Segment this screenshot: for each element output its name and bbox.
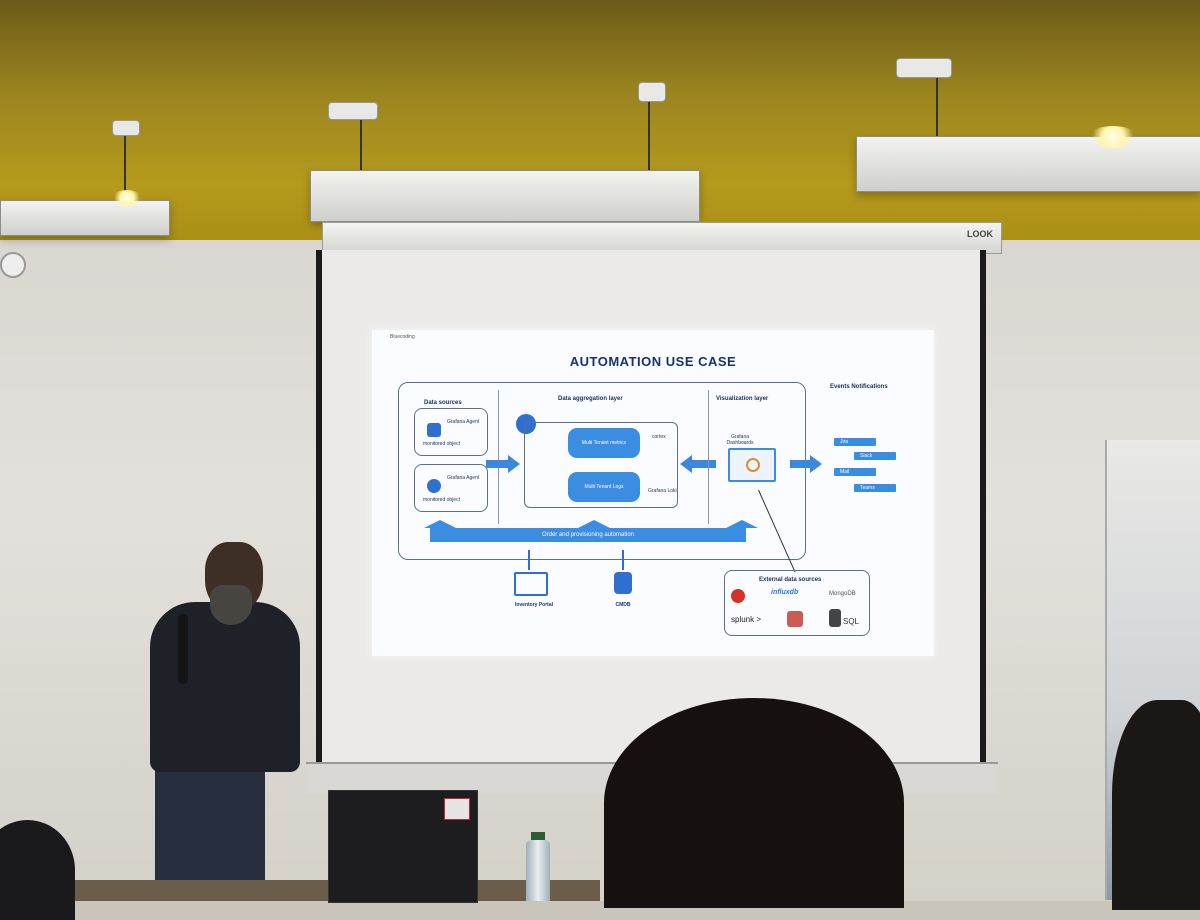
speaker-legs	[155, 760, 265, 885]
lamp-wire	[360, 112, 362, 190]
divider	[498, 390, 499, 524]
lamp-mount	[638, 82, 666, 102]
aggregation-heading: Data aggregation layer	[558, 396, 623, 402]
jenkins-icon	[731, 589, 745, 603]
lamp-wire	[124, 128, 126, 198]
lamp-glow	[112, 190, 142, 206]
notification-slack: Slack	[854, 452, 896, 460]
splunk-logo: splunk >	[731, 615, 762, 624]
agent-icon	[427, 479, 441, 493]
screen-housing: LOOK	[322, 222, 1002, 254]
divider	[708, 390, 709, 524]
visualization-heading: Visualization layer	[716, 396, 769, 402]
agent-sub: monitored object	[423, 441, 460, 447]
loki-label: Grafana Loki	[648, 488, 677, 494]
external-sources-box: External data sources influxdb MongoDB s…	[724, 570, 870, 636]
lamp-glow	[1088, 126, 1138, 148]
security-camera-icon	[0, 252, 26, 278]
arrow-shaft	[486, 460, 508, 468]
arrow-vertical-icon	[622, 550, 624, 570]
microphone-icon	[178, 614, 188, 684]
arrow-right-icon	[810, 455, 822, 473]
cortex-label: cortex	[652, 434, 666, 440]
slide-title: AUTOMATION USE CASE	[569, 354, 737, 369]
audience-member	[1112, 700, 1200, 910]
ceiling-lamp	[0, 200, 170, 236]
lamp-mount	[112, 120, 140, 136]
speaker-beard	[210, 585, 252, 625]
arrow-up-icon	[578, 520, 610, 528]
agent-box: Grafana Agent monitored object	[414, 408, 488, 456]
agent-name: Grafana Agent	[447, 419, 480, 425]
projected-slide: Bluecoding AUTOMATION USE CASE Data sour…	[372, 330, 934, 656]
notification-jira: Jira	[834, 438, 876, 446]
grafana-icon	[746, 458, 760, 472]
influxdb-logo: influxdb	[771, 589, 799, 596]
lamp-mount	[896, 58, 952, 78]
events-heading: Events Notifications	[830, 384, 888, 390]
agent-icon	[427, 423, 441, 437]
lamp-wire	[648, 98, 650, 170]
lamp-mount	[328, 102, 378, 120]
screen-brand: LOOK	[967, 229, 993, 239]
notification-mail: Mail	[834, 468, 876, 476]
audience-member	[604, 698, 904, 908]
agent-box: Grafana Agent monitored object	[414, 464, 488, 512]
notification-teams: Teams	[854, 484, 896, 492]
dashboard-monitor-icon	[728, 448, 776, 482]
arrow-shaft	[790, 460, 810, 468]
laptop-icon	[514, 572, 548, 596]
data-sources-heading: Data sources	[424, 400, 462, 406]
speaker	[150, 602, 300, 772]
database-icon	[614, 572, 632, 594]
agent-name: Grafana Agent	[447, 475, 480, 481]
metrics-store: Multi Tenant metrics	[568, 428, 640, 458]
arrow-up-icon	[726, 520, 758, 528]
arrow-up-icon	[424, 520, 456, 528]
portal-label: Inventory Portal	[514, 602, 554, 608]
lamp-wire	[936, 70, 938, 152]
automation-bar: Order and provisioning automation	[430, 528, 746, 542]
arrow-vertical-icon	[528, 550, 530, 570]
mongodb-logo: MongoDB	[829, 591, 856, 597]
arrow-right-icon	[508, 455, 520, 473]
arrow-left-icon	[680, 455, 692, 473]
external-heading: External data sources	[759, 577, 822, 583]
cmdb-label: CMDB	[615, 602, 631, 608]
ceiling-lamp	[310, 170, 700, 222]
sql-logo: SQL	[843, 617, 860, 626]
laptop-sticker	[444, 798, 470, 820]
database-icon	[787, 611, 803, 627]
agent-sub: monitored object	[423, 497, 460, 503]
sql-database-icon	[829, 609, 841, 627]
slide-corner-label: Bluecoding	[390, 334, 415, 340]
dashboard-label: Grafana Dashboards	[726, 434, 754, 446]
aggregation-box	[524, 422, 678, 508]
logs-store: Multi Tenant Logs	[568, 472, 640, 502]
water-bottle	[526, 840, 550, 901]
architecture-frame	[398, 382, 806, 560]
ceiling-lamp	[856, 136, 1200, 192]
arrow-shaft	[692, 460, 716, 468]
